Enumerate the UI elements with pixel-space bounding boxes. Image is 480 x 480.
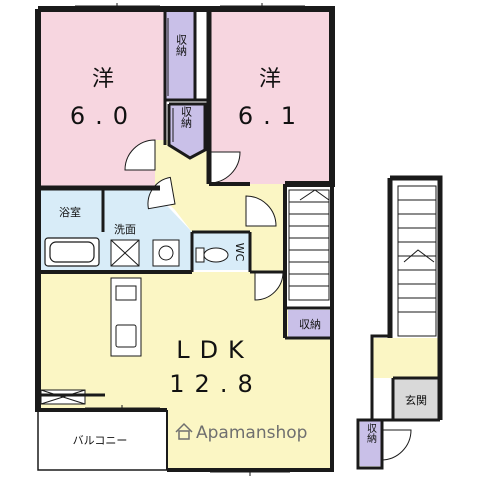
shelf-unit — [40, 389, 86, 405]
bedroom-2-size: 6.1 — [238, 102, 306, 130]
stairs-main — [288, 189, 330, 301]
stairs-entrance — [397, 185, 437, 337]
bedroom-1-size: 6.0 — [70, 102, 138, 130]
bedroom-2-label: 洋 — [259, 67, 281, 92]
wc-label: WC — [233, 243, 246, 262]
kitchen-counter — [110, 277, 142, 357]
watermark: Apamanshop — [175, 422, 307, 443]
ldk-size: 12.8 — [169, 370, 262, 398]
hall-fill — [155, 140, 285, 300]
bedroom-1-label: 洋 — [92, 67, 114, 92]
storage-2-label: 収納 — [180, 106, 193, 129]
storage-4-fill — [360, 420, 382, 466]
balcony-fill — [41, 410, 167, 468]
bath-label: 浴室 — [59, 205, 81, 219]
storage-3-label: 収納 — [299, 318, 321, 331]
storage-3-fill — [288, 310, 332, 338]
washroom-label: 洗面 — [114, 223, 136, 236]
storage-4-label: 収納 — [365, 423, 377, 444]
house-icon — [175, 422, 193, 440]
watermark-text: Apamanshop — [196, 423, 307, 443]
stair-hall-fill — [372, 338, 440, 378]
storage-2-fill — [169, 104, 205, 158]
washing-machine-pan — [110, 239, 140, 267]
entrance-label: 玄関 — [405, 393, 427, 407]
walls — [35, 6, 443, 472]
bathtub — [44, 237, 100, 267]
balcony-label: バルコニー — [73, 434, 128, 447]
ldk-label: LDK — [176, 336, 254, 364]
toilet — [195, 247, 229, 263]
storage-1-label: 収納 — [175, 34, 188, 57]
wash-basin — [152, 239, 180, 267]
storage-1-fill — [165, 12, 195, 100]
entrance-fill — [393, 378, 440, 420]
